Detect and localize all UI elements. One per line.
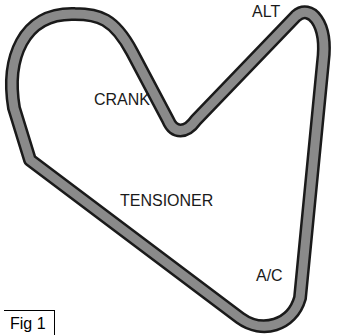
pulley-label: TENSIONER — [120, 193, 213, 209]
belt-body — [12, 12, 324, 326]
belt-edge — [12, 12, 324, 326]
pulley-label: CRANK — [94, 92, 150, 108]
pulley-label: ALT — [252, 4, 280, 20]
figure-caption: Fig 1 — [4, 310, 55, 335]
pulley-label: A/C — [256, 268, 283, 284]
